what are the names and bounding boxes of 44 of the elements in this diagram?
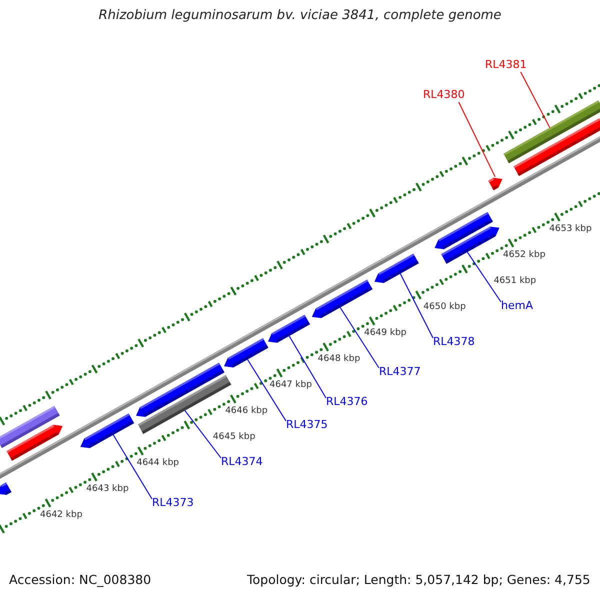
scale-label: 4645 kbp bbox=[212, 432, 256, 442]
gene-label: RL4381 bbox=[485, 59, 527, 72]
scale-label: 4644 kbp bbox=[136, 458, 179, 468]
title: Rhizobium leguminosarum bv. viciae 3841, complete genome bbox=[98, 9, 502, 24]
scale-label: 4651 kbp bbox=[494, 276, 536, 286]
leader-line bbox=[400, 273, 434, 338]
scale-label: 4649 kbp bbox=[364, 328, 406, 338]
gene-feature bbox=[441, 226, 500, 264]
leader-line bbox=[112, 434, 152, 500]
scale-label: 4642 kbp bbox=[40, 510, 82, 520]
gene-label: RL4375 bbox=[286, 419, 328, 432]
scale-label: 4643 kbp bbox=[86, 484, 129, 494]
gene-label: RL4376 bbox=[326, 396, 368, 409]
leader-line bbox=[340, 306, 380, 368]
gene-feature bbox=[514, 118, 600, 176]
gene-feature bbox=[0, 482, 12, 495]
leader-line bbox=[184, 410, 222, 458]
leader-line bbox=[520, 72, 550, 128]
gene-feature bbox=[136, 362, 224, 417]
accession-text: Accession: NC_008380 bbox=[9, 573, 152, 588]
gene-label: RL4377 bbox=[379, 366, 421, 379]
gene-feature bbox=[488, 178, 502, 190]
scale-label: 4650 kbp bbox=[423, 302, 466, 312]
gene-label: RL4378 bbox=[433, 336, 475, 349]
scale-label: 4647 kbp bbox=[270, 380, 312, 390]
scale-label: 4653 kbp bbox=[549, 224, 592, 234]
scale-label: 4652 kbp bbox=[503, 250, 546, 260]
leader-line bbox=[247, 358, 286, 422]
leader-line bbox=[466, 252, 502, 302]
leader-line bbox=[458, 102, 496, 178]
gene-feature bbox=[224, 338, 268, 368]
leader-line bbox=[288, 336, 326, 398]
gene-label: RL4374 bbox=[221, 456, 263, 469]
gene-feature bbox=[80, 414, 134, 448]
gene-label: hemA bbox=[501, 300, 533, 313]
scale-label: 4646 kbp bbox=[225, 406, 268, 416]
gene-feature bbox=[268, 314, 310, 343]
gene-feature bbox=[6, 424, 63, 461]
gene-label: RL4373 bbox=[152, 497, 194, 510]
gene-label: RL4380 bbox=[423, 89, 465, 102]
gene-feature bbox=[312, 280, 372, 318]
genome-info-text: Topology: circular; Length: 5,057,142 bp; Genes: 4,755 bbox=[247, 573, 590, 588]
gene-feature bbox=[374, 254, 419, 283]
scale-label: 4648 kbp bbox=[318, 354, 360, 364]
